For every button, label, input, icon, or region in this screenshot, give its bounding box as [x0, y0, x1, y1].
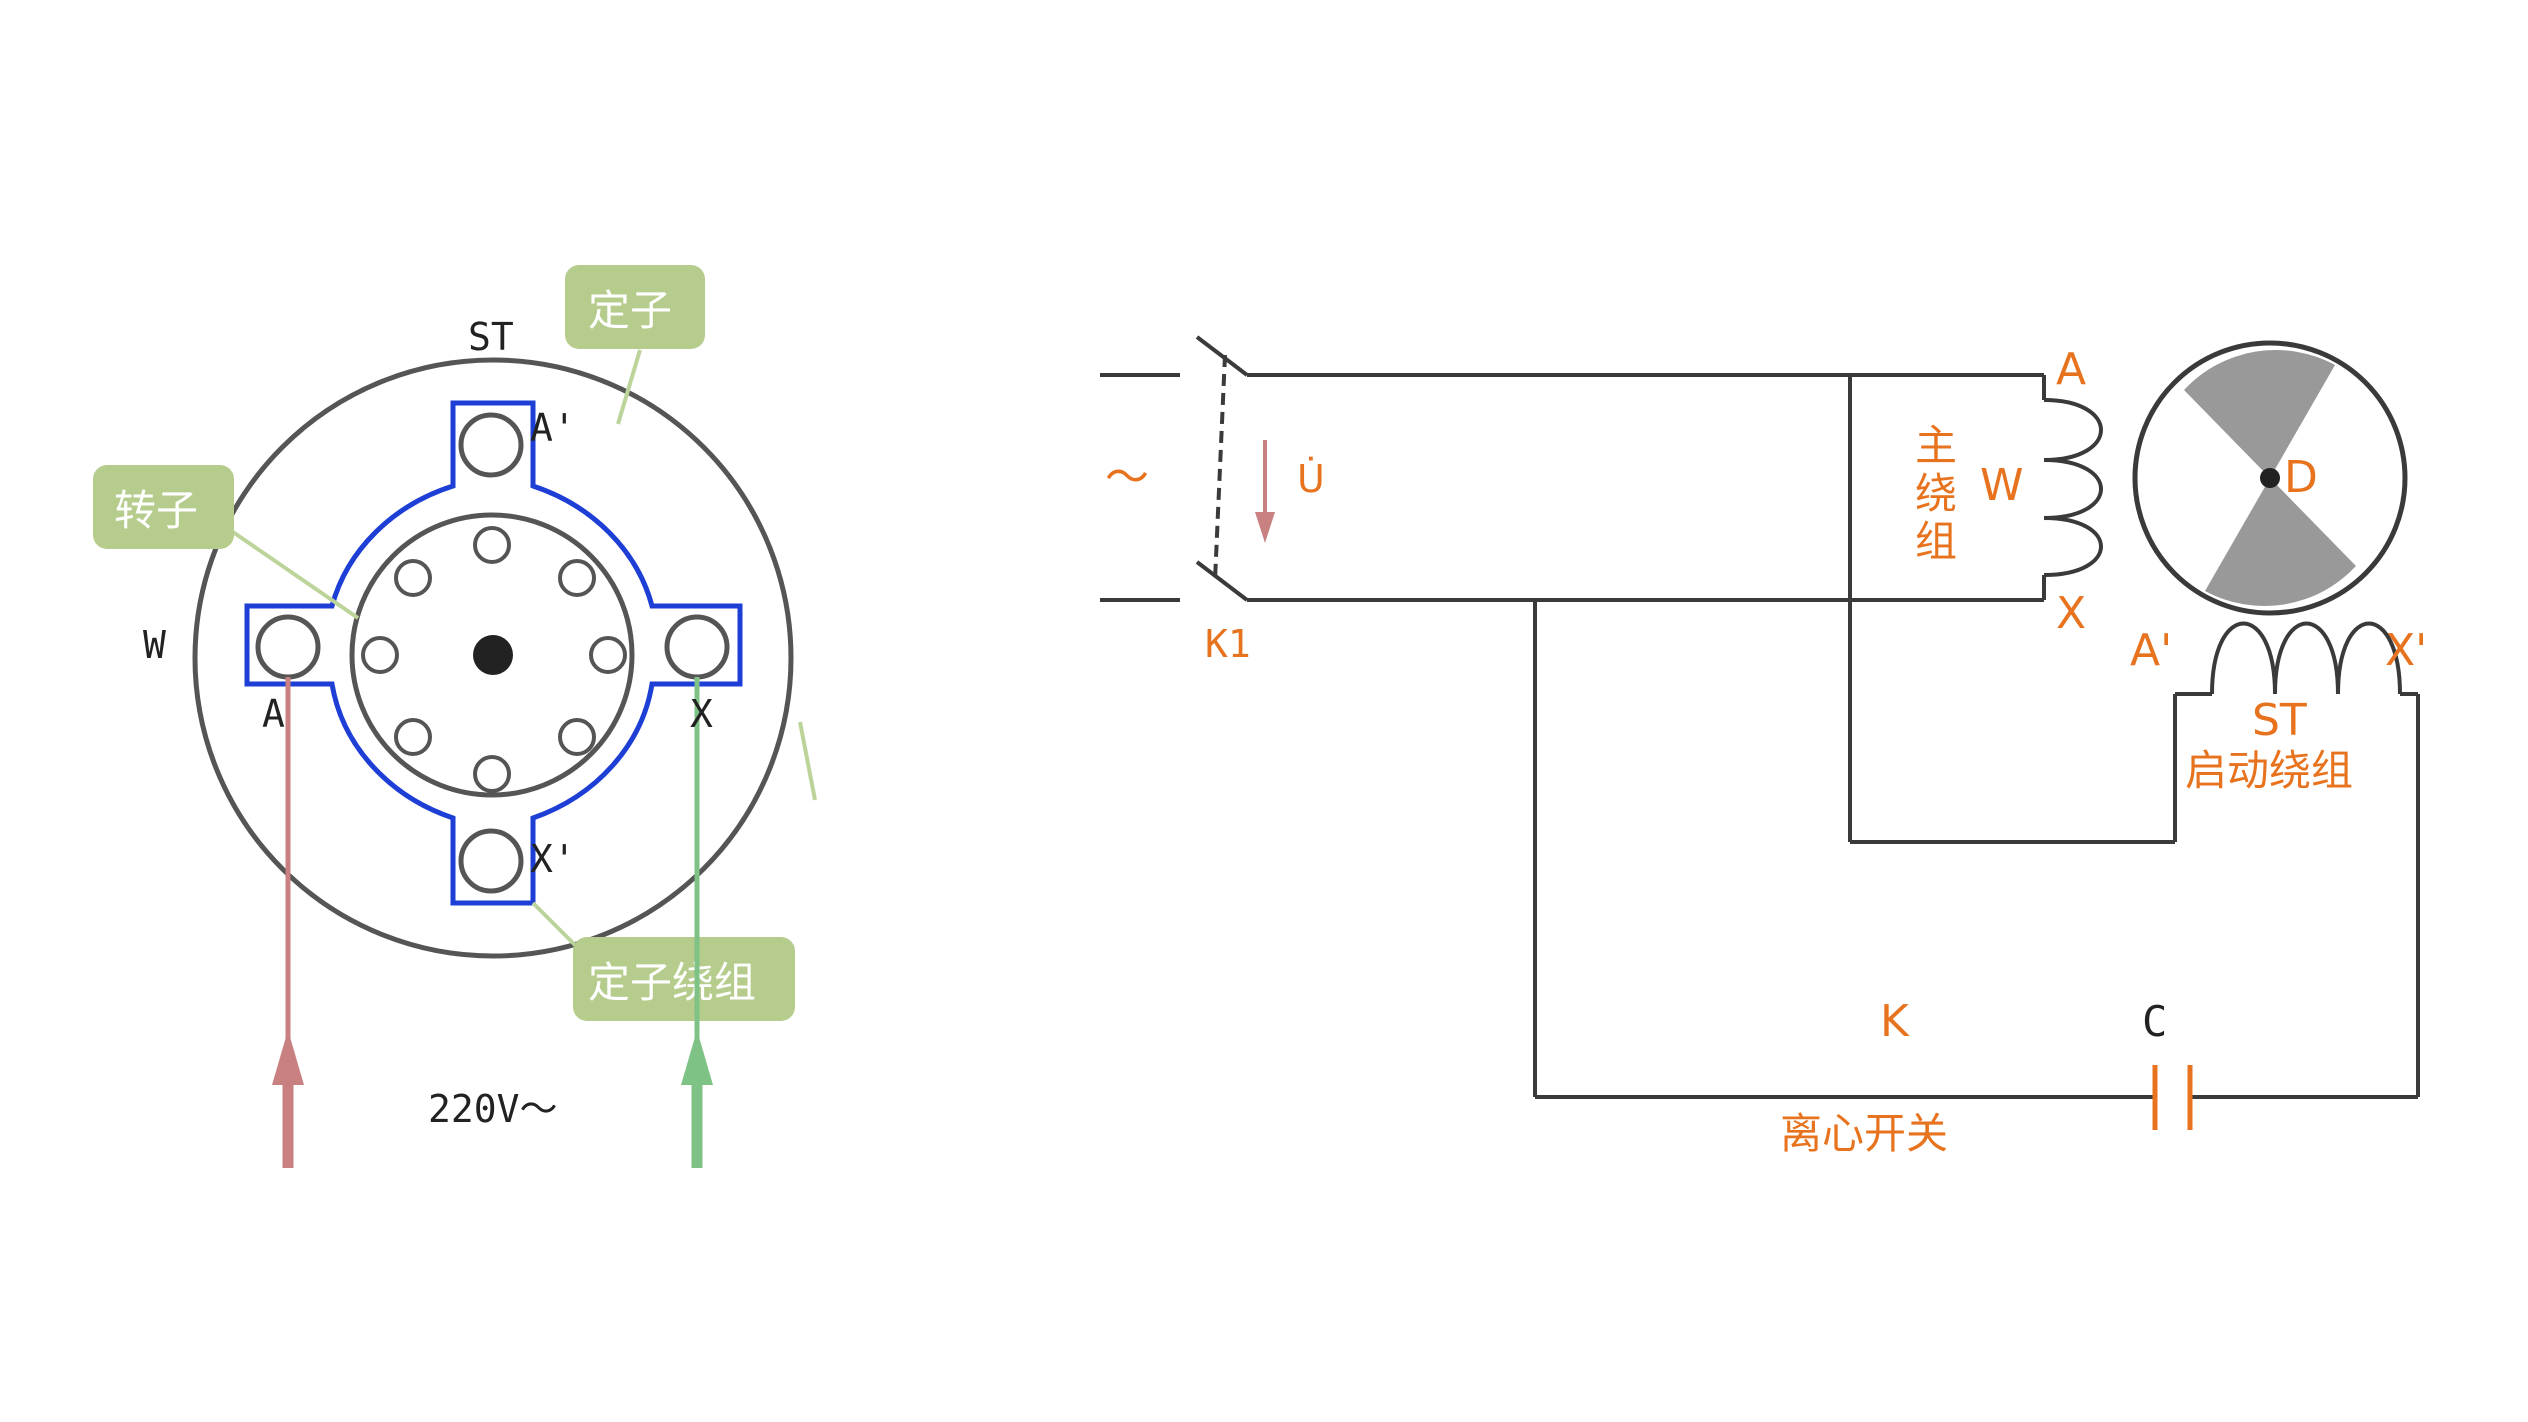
label-x-prime-right: X'	[2385, 625, 2427, 676]
slot-a	[255, 614, 321, 680]
callout-stator-winding: 定子绕组	[573, 937, 795, 1021]
rotor-disc	[2132, 340, 2408, 616]
label-w: W	[143, 623, 166, 667]
svg-text:转子: 转子	[114, 486, 198, 535]
label-ac-symbol: ～	[1105, 452, 1149, 503]
green-arrow-head	[681, 1030, 713, 1085]
label-u-dot: U̇	[1297, 457, 1325, 501]
label-x: X	[690, 692, 713, 736]
label-start-winding: 启动绕组	[2185, 746, 2353, 795]
label-k1: K1	[1205, 622, 1251, 666]
label-main-winding-2: 绕	[1915, 469, 1957, 518]
label-a-prime-right: A'	[2130, 625, 2172, 676]
slot-x-prime	[458, 828, 524, 894]
stator-outer-circle	[192, 357, 794, 959]
rotor-holes	[361, 526, 627, 793]
callout-stator: 定子	[565, 265, 705, 349]
rotor-circle	[349, 512, 635, 798]
label-a: A	[262, 692, 285, 736]
callout-rotor: 转子	[93, 465, 234, 549]
rotor-blade-bottom	[2205, 478, 2356, 606]
label-main-winding-1: 主	[1915, 421, 1957, 470]
label-k: K	[1880, 996, 1910, 1047]
main-winding-coil	[2043, 398, 2103, 577]
stator-leader-right	[798, 721, 817, 801]
label-st: ST	[468, 315, 514, 359]
label-centrifugal-switch: 离心开关	[1780, 1109, 1948, 1158]
label-main-winding-3: 组	[1915, 517, 1957, 566]
label-a-prime: A'	[530, 406, 576, 450]
label-x-prime: X'	[530, 837, 576, 881]
rotor-shaft	[473, 635, 513, 675]
start-winding-coil	[2210, 621, 2402, 695]
label-d: D	[2284, 452, 2318, 503]
circuit-diagram	[1100, 335, 2420, 1099]
motor-cross-section: ST W A A' X X' 220V～	[143, 315, 817, 1168]
k1-dashed-link	[1213, 354, 1227, 581]
rotor-blade-top	[2184, 350, 2335, 478]
label-c: C	[2142, 997, 2167, 1046]
svg-text:定子: 定子	[588, 286, 672, 335]
rotor-leader	[228, 528, 360, 620]
k1-blade-top	[1195, 335, 1249, 377]
label-w-right: W	[1980, 460, 2024, 511]
svg-text:定子绕组: 定子绕组	[588, 958, 756, 1007]
red-arrow-head	[272, 1030, 304, 1085]
label-st-right: ST	[2252, 695, 2307, 746]
k1-blade-bottom	[1195, 560, 1249, 602]
label-x-right: X	[2056, 588, 2086, 639]
label-a-right: A	[2056, 344, 2086, 395]
rotor-center	[2260, 468, 2280, 488]
slot-a-prime	[458, 412, 524, 478]
stator-leader	[616, 349, 642, 425]
label-voltage: 220V～	[428, 1087, 558, 1131]
u-arrow-head	[1255, 512, 1275, 543]
slot-x	[664, 614, 730, 680]
